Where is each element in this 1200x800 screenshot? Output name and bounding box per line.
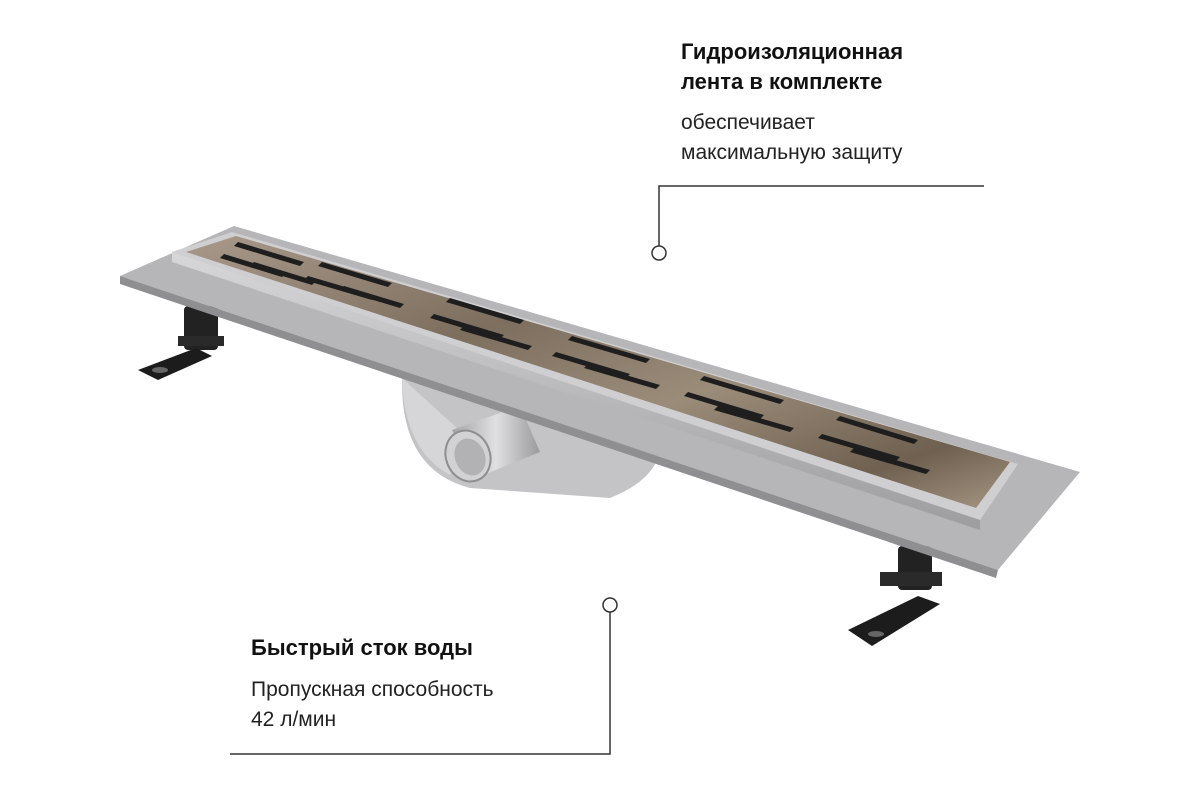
waterproof-tape-title: Гидроизоляционная лента в комплекте <box>681 39 904 94</box>
fast-drain-description: Пропускная способность 42 л/мин <box>251 678 494 731</box>
outlet-pipe <box>444 406 540 483</box>
right-adjustable-foot <box>848 546 942 646</box>
fast-drain-title: Быстрый сток воды <box>251 635 473 660</box>
drain-grate <box>186 236 1010 508</box>
left-adjustable-foot <box>138 306 224 380</box>
waterproof-tape-description: обеспечивает максимальную защиту <box>681 111 903 164</box>
